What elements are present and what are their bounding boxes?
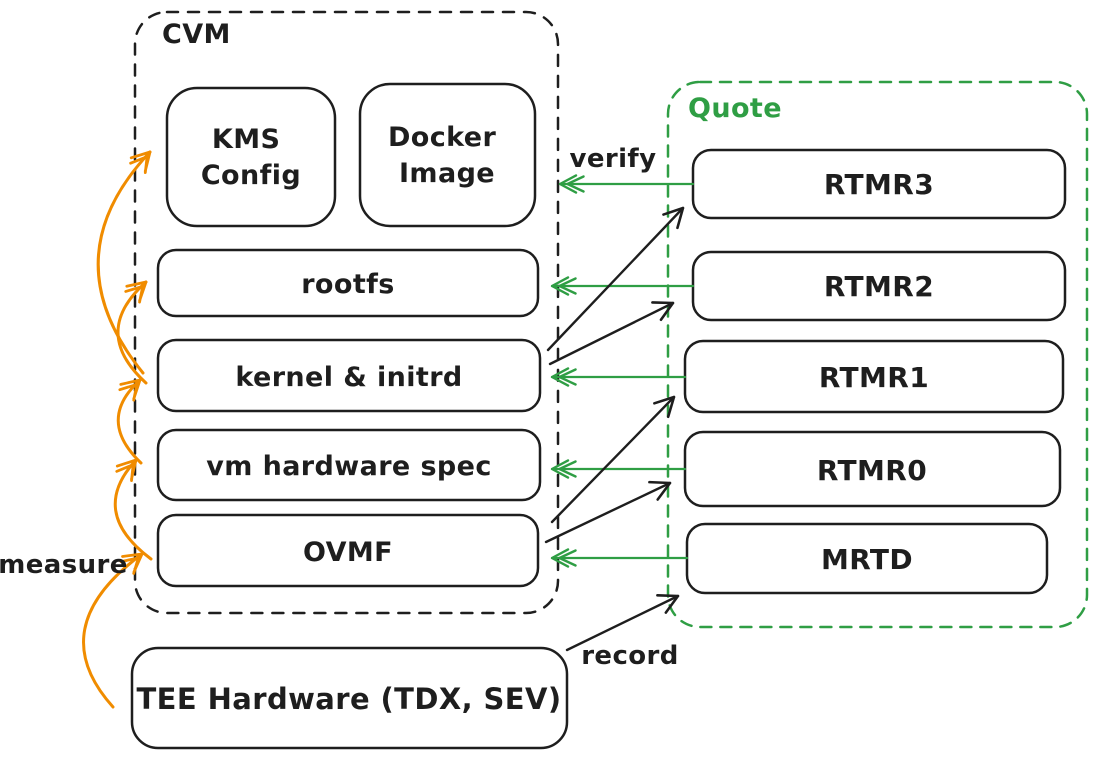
measure-arrow-kernel-to-rootfs — [116, 280, 148, 385]
rtmr3-label: RTMR3 — [824, 168, 934, 201]
kms-config-label-line2: Config — [201, 160, 301, 191]
docker-image-label-line1: Docker — [388, 122, 497, 153]
docker-image-label: Docker Image — [388, 122, 506, 189]
record-arrow-kernel-to-rtmr2 — [548, 301, 675, 366]
ovmf-label: OVMF — [303, 537, 393, 568]
record-arrow-tee-to-mrtd — [565, 594, 680, 652]
measure-label: measure — [0, 550, 128, 580]
kms-config-label: KMS Config — [201, 124, 301, 191]
kms-config-box — [165, 86, 337, 228]
record-arrow-ovmf-to-rtmr1 — [550, 395, 676, 524]
rtmr0-label: RTMR0 — [817, 454, 927, 487]
rtmr1-label: RTMR1 — [819, 361, 929, 394]
mrtd-label: MRTD — [821, 543, 913, 576]
rootfs-label: rootfs — [301, 269, 395, 300]
docker-image-box — [358, 82, 537, 228]
tee-hardware-box — [130, 646, 569, 750]
measure-arrow-vmspec-to-kernel — [116, 378, 143, 465]
record-label: record — [581, 641, 679, 671]
cvm-title: CVM — [162, 19, 231, 50]
measure-arrow-rootfs-to-kms — [96, 150, 152, 375]
rootfs-box — [156, 248, 540, 318]
record-arrow-ovmf-to-rtmr0 — [544, 480, 672, 544]
kernel-initrd-box — [156, 338, 542, 413]
measure-arrow-ovmf-to-vmspec — [113, 458, 153, 561]
verify-label: verify — [570, 144, 657, 174]
rtmr2-label: RTMR2 — [824, 270, 934, 303]
cvm-container — [133, 10, 560, 615]
quote-container — [666, 80, 1089, 629]
ovmf-box — [156, 513, 540, 588]
measure-arrow-tee-to-ovmf — [82, 552, 144, 709]
record-arrow-kernel-to-rtmr3 — [546, 206, 685, 352]
vm-hardware-spec-label: vm hardware spec — [206, 451, 492, 482]
quote-title: Quote — [688, 93, 782, 124]
kernel-initrd-label: kernel & initrd — [235, 362, 462, 393]
tee-hardware-label: TEE Hardware (TDX, SEV) — [137, 682, 562, 716]
kms-config-label-line1: KMS — [212, 124, 280, 155]
vm-hardware-spec-box — [156, 428, 542, 502]
docker-image-label-line2: Image — [399, 158, 495, 189]
